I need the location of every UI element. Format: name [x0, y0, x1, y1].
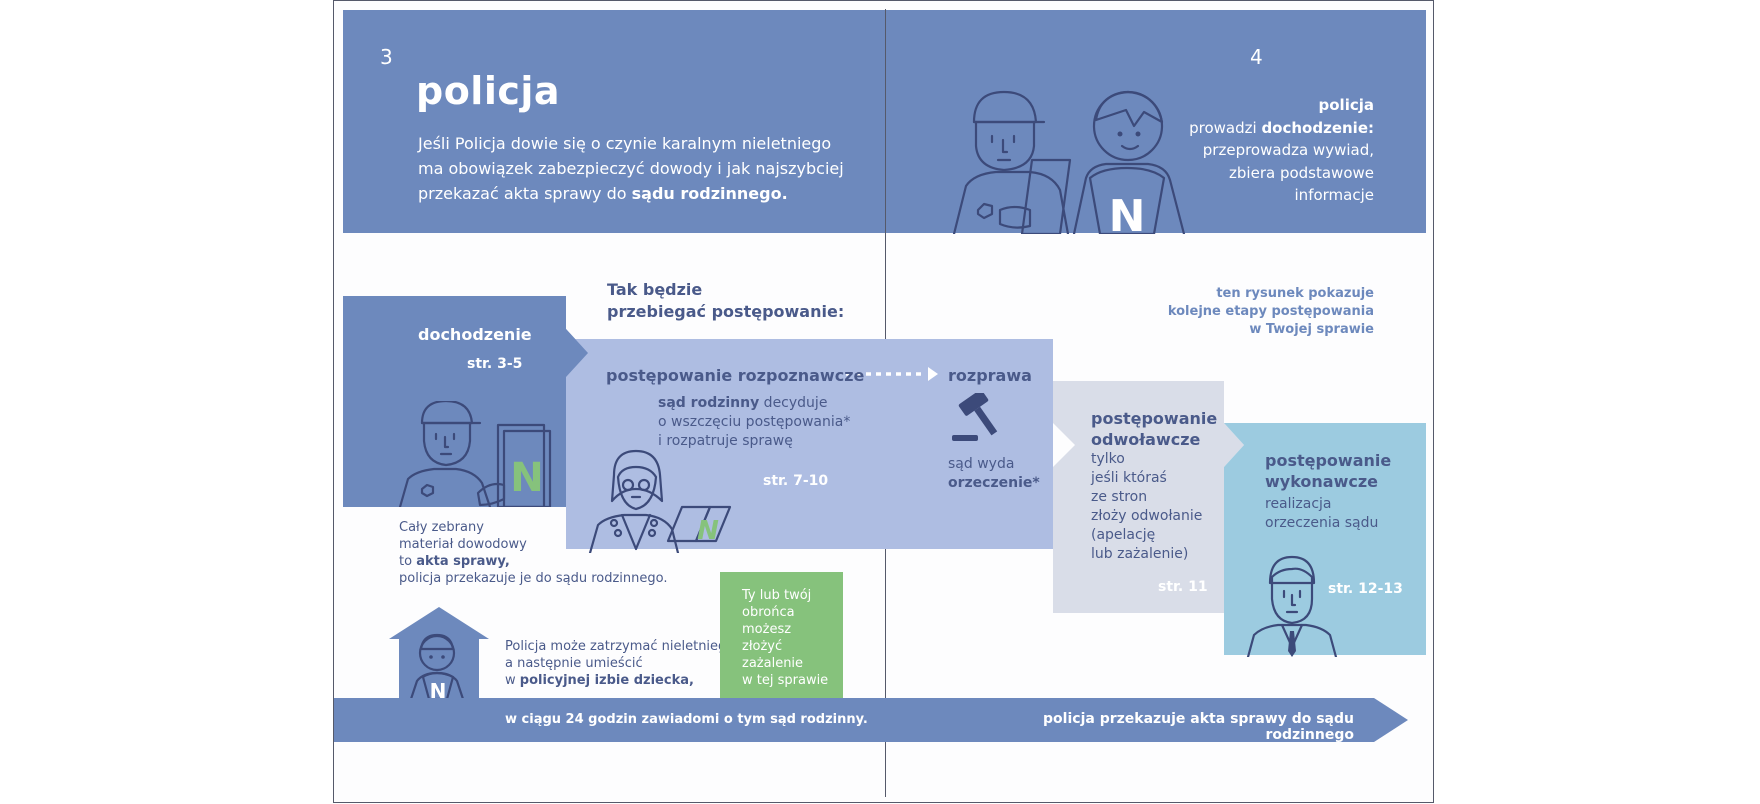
- timeline-arrow: [334, 698, 1408, 742]
- step-rozprawa-title: rozprawa: [948, 366, 1032, 385]
- officer-suit-illustration: [1246, 555, 1338, 657]
- figure-note: ten rysunek pokazuje kolejne etapy postę…: [1167, 286, 1374, 337]
- officer-folder-illustration: N: [398, 401, 552, 507]
- complaint-info-box: Ty lub twój obrońca możesz złożyć zażale…: [720, 572, 843, 698]
- step-wykonawcze-desc: realizacja orzeczenia sądu: [1265, 496, 1379, 531]
- judge-illustration: N: [588, 449, 732, 553]
- step-rozprawa-desc: sąd wyda orzeczenie*: [948, 456, 1040, 491]
- gavel-icon: [952, 393, 998, 441]
- step-odwolawcze-pages: str. 11: [1158, 579, 1208, 595]
- detention-note: Policja może zatrzymać nieletniego, a na…: [505, 639, 739, 688]
- svg-text:N: N: [697, 516, 719, 546]
- process-flow-shapes: [343, 296, 1426, 655]
- police-and-boy-illustration: N: [952, 90, 1186, 234]
- evidence-note: Cały zebrany materiał dowodowy to akta s…: [399, 520, 668, 586]
- svg-text:N: N: [430, 679, 447, 699]
- page-number-right: 4: [1250, 45, 1263, 69]
- flow-heading: Tak będzie przebiegać postępowanie:: [607, 280, 845, 321]
- page-title: policja: [416, 69, 561, 113]
- police-house-illustration: N: [389, 607, 489, 699]
- step-odwolawcze-desc: tylko jeśli któraś ze stron złoży odwoła…: [1091, 451, 1203, 562]
- intro-line: Jeśli Policja dowie się o czynie karalny…: [418, 134, 832, 153]
- step-rozpoznawcze-pages: str. 7-10: [763, 473, 829, 489]
- n-logo-letter: N: [1109, 191, 1146, 234]
- odwolawcze-box: [1053, 381, 1244, 613]
- header-band: [343, 10, 1426, 233]
- intro-text: Jeśli Policja dowie się o czynie karalny…: [418, 131, 844, 206]
- step-dochodzenie-title: dochodzenie: [418, 325, 532, 344]
- step-dochodzenie-pages: str. 3-5: [467, 356, 523, 372]
- brochure-spread: 3 4 policja Jeśli Policja dowie się o cz…: [333, 0, 1434, 803]
- page-number-left: 3: [380, 45, 393, 69]
- wykonawcze-box: [1224, 423, 1426, 655]
- rozpoznawcze-box: [566, 339, 1053, 549]
- dochodzenie-box: [343, 296, 588, 507]
- header-right-text: policja prowadzi dochodzenie: przeprowad…: [1189, 96, 1374, 204]
- step-rozpoznawcze-title: postępowanie rozpoznawcze: [606, 366, 865, 385]
- intro-line: przekazać akta sprawy do sądu rodzinnego…: [418, 184, 788, 203]
- step-rozpoznawcze-desc: sąd rodzinny decyduje o wszczęciu postęp…: [658, 395, 851, 449]
- timeline-left-text: w ciągu 24 godzin zawiadomi o tym sąd ro…: [505, 712, 868, 727]
- timeline-right-text: policja przekazuje akta sprawy do sądu r…: [1043, 711, 1354, 743]
- intro-line: ma obowiązek zabezpieczyć dowody i jak n…: [418, 159, 844, 178]
- step-wykonawcze-pages: str. 12-13: [1328, 581, 1403, 597]
- step-odwolawcze-title: postępowanie odwoławcze: [1091, 409, 1218, 449]
- svg-text:N: N: [510, 455, 543, 501]
- step-wykonawcze-title: postępowanie wykonawcze: [1265, 451, 1392, 491]
